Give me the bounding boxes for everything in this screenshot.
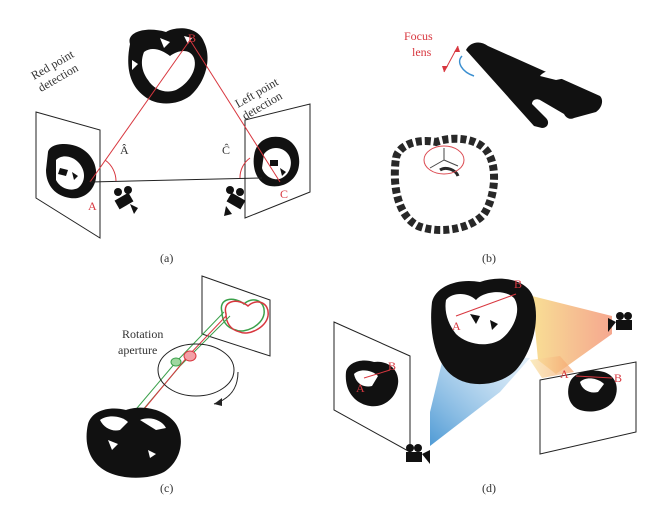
line-a-b — [89, 39, 191, 183]
measure-line-left — [363, 369, 391, 379]
caption-c: (c) — [160, 481, 173, 495]
projection-beam-warm-lower — [530, 356, 574, 378]
tooth-outline-red — [224, 300, 269, 334]
tooth-blurred — [390, 134, 499, 234]
baseline-a-c — [89, 177, 263, 183]
panel-b: Focus lens (b) — [390, 29, 603, 265]
label-point-a: A — [88, 199, 97, 213]
aperture-spot-red — [183, 350, 197, 362]
label-angle-c: Ĉ — [222, 143, 230, 157]
label-point-c: C — [280, 187, 288, 201]
measure-line-center — [455, 293, 517, 317]
label-angle-a: Â — [120, 143, 129, 157]
tooth-rotation — [86, 407, 181, 478]
scanner-instrument — [466, 42, 603, 128]
aperture-spot-green — [170, 357, 182, 367]
label-red-point-detection: Red point detection — [29, 45, 86, 94]
tooth-left-detection — [46, 144, 97, 199]
caption-b: (b) — [482, 251, 496, 265]
caption-a: (a) — [160, 251, 173, 265]
tooth-right-plane — [568, 370, 617, 412]
label-point-b: B — [188, 31, 196, 45]
label-center-b: B — [514, 277, 522, 291]
projection-plane — [201, 275, 271, 357]
camera-icon — [608, 312, 632, 332]
panel-c: Rotation aperture (c) — [86, 275, 271, 495]
focus-region — [423, 145, 465, 175]
focus-lens-arc — [458, 55, 475, 77]
line-b-c — [189, 39, 281, 183]
panel-d: A B A B A B (d) — [333, 277, 637, 495]
label-right-b: B — [614, 371, 622, 385]
caption-d: (d) — [482, 481, 496, 495]
camera-icon — [406, 444, 430, 464]
projection-beam-warm — [532, 296, 612, 374]
camera-icon — [114, 186, 138, 214]
label-focus-lens: Focus lens — [404, 29, 436, 59]
label-left-b: B — [388, 359, 396, 373]
panel-a: Red point detection Left point detection… — [29, 28, 311, 265]
label-right-a: A — [560, 367, 569, 381]
label-left-a: A — [356, 381, 365, 395]
rotation-aperture-ring — [157, 343, 235, 397]
label-center-a: A — [452, 319, 461, 333]
angle-a-arc — [104, 159, 117, 182]
angle-c-arc — [239, 157, 251, 179]
rotation-arrow — [213, 371, 239, 405]
tooth-top — [128, 28, 208, 104]
tooth-center — [431, 278, 536, 385]
measure-line-right — [575, 375, 613, 379]
tooth-right-detection — [253, 136, 300, 187]
camera-icon — [224, 186, 246, 216]
tooth-outline-green — [220, 298, 265, 332]
label-rotation-aperture: Rotation aperture — [118, 327, 166, 357]
